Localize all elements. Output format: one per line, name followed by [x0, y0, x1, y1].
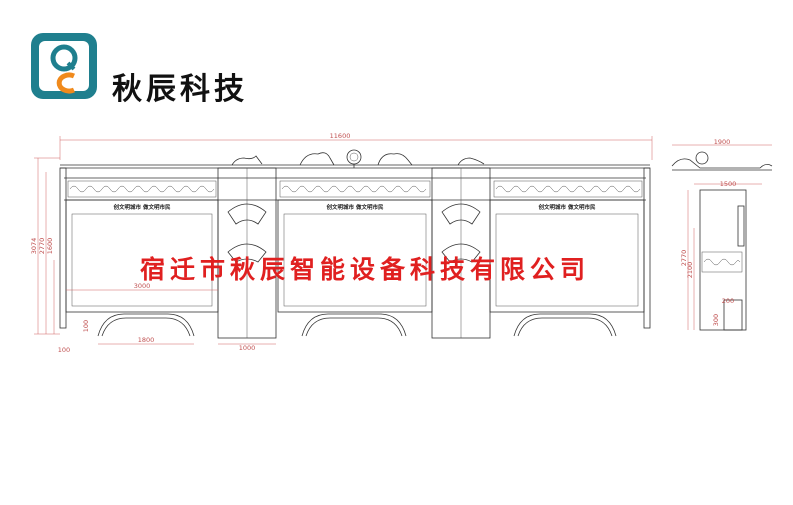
- dim-left-100: 100: [82, 320, 90, 332]
- dim-side-300: 300: [712, 314, 720, 326]
- dim-base-offset: 100: [58, 346, 70, 354]
- dim-side-200: 200: [722, 297, 734, 305]
- dim-side-height-2770: 2770: [680, 250, 688, 267]
- dim-height-total: 3074: [30, 238, 38, 255]
- dim-panel-width: 3000: [134, 282, 151, 290]
- logo-icon: [31, 33, 97, 99]
- slogan-left: 创文明城市 做文明市民: [113, 203, 171, 211]
- display-panel-middle: [277, 199, 433, 313]
- company-watermark: 宿迁市秋辰智能设备科技有限公司: [140, 255, 591, 284]
- display-panel-right: [489, 199, 645, 313]
- dim-side-height-2100: 2100: [686, 262, 694, 279]
- dim-side-depth-mid: 1500: [720, 180, 737, 188]
- slogan-middle: 创文明城市 做文明市民: [326, 203, 384, 211]
- dim-side-depth-top: 1900: [714, 138, 731, 146]
- frieze-left: [67, 180, 217, 198]
- slogan-right: 创文明城市 做文明市民: [538, 203, 596, 211]
- side-elevation: 1900 1500 2770 2100 200 300: [671, 138, 773, 331]
- display-panel-left: [65, 199, 219, 313]
- dim-leg-span: 1800: [138, 336, 155, 344]
- dim-height-2770: 2770: [38, 238, 46, 255]
- dim-overall-width: 11600: [330, 132, 351, 140]
- dim-height-1600: 1600: [46, 238, 54, 255]
- frieze-middle: [279, 180, 431, 198]
- frieze-right: [493, 180, 643, 198]
- company-short-name: 秋辰科技: [112, 72, 248, 107]
- dim-column-width: 1000: [239, 344, 256, 352]
